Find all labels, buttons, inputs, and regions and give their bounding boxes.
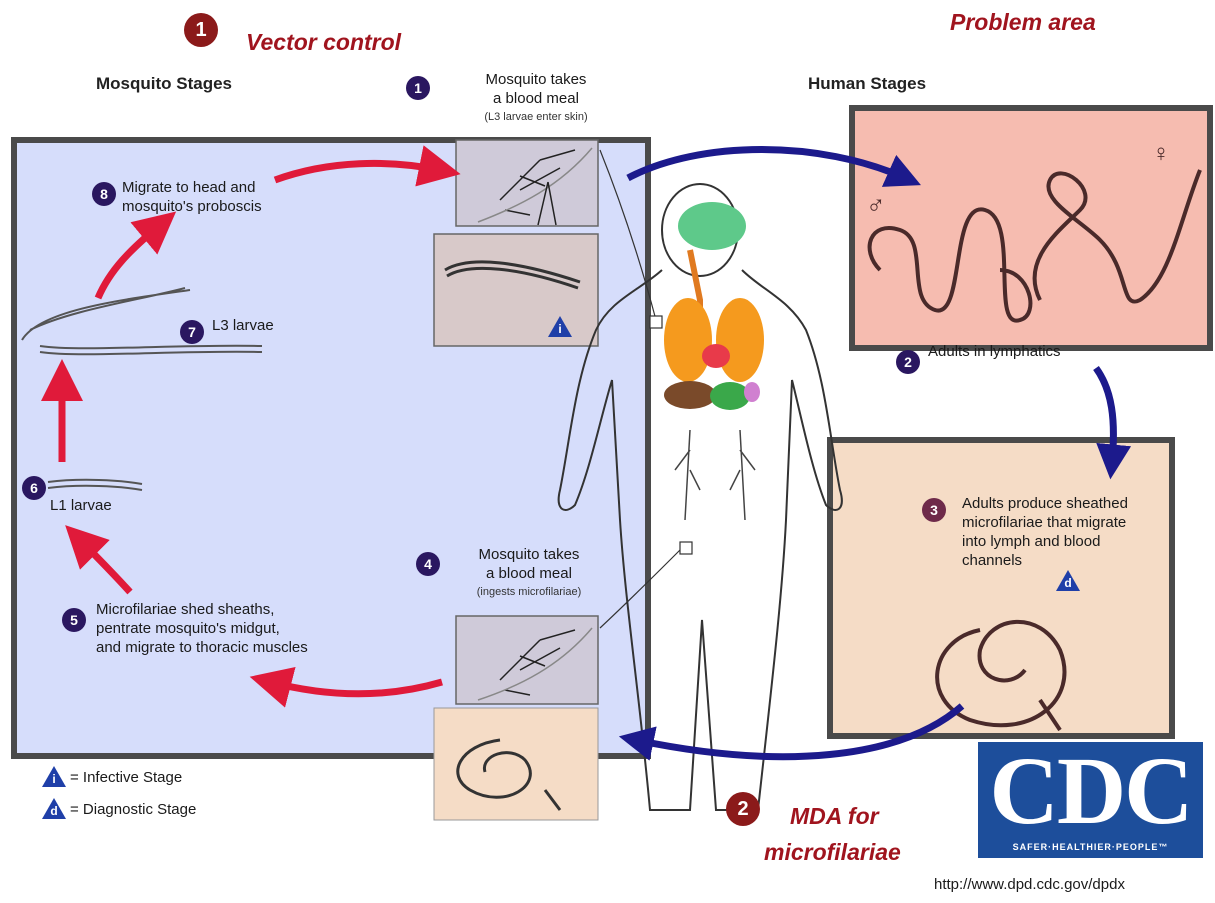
inset-larva-top	[434, 234, 598, 346]
step-5-line3: and migrate to thoracic muscles	[96, 638, 308, 657]
legend-infective-icon: i	[42, 766, 66, 787]
step-1-label: Mosquito takes a blood meal (L3 larvae e…	[436, 70, 636, 127]
step-6-label: L1 larvae	[50, 496, 112, 515]
step-5-label: Microfilariae shed sheaths, pentrate mos…	[96, 600, 308, 657]
step-2-badge: 2	[896, 350, 920, 374]
step-7-badge: 7	[180, 320, 204, 344]
heart	[702, 344, 730, 368]
lymphatic-vessels	[675, 430, 755, 520]
step-3-badge: 3	[922, 498, 946, 522]
mda-label-line2: microfilariae	[764, 838, 901, 866]
step-5-line1: Microfilariae shed sheaths,	[96, 600, 308, 619]
step-1-line2: a blood meal	[436, 89, 636, 108]
step-4-badge: 4	[416, 552, 440, 576]
cdc-logo: CDC	[978, 742, 1203, 840]
inset-mosquito-bottom	[456, 616, 598, 704]
stomach	[710, 382, 750, 410]
step-5-line2: pentrate mosquito's midgut,	[96, 619, 308, 638]
step-3-line1: Adults produce sheathed	[962, 494, 1128, 513]
step-1-note: (L3 larvae enter skin)	[436, 108, 636, 127]
mda-badge: 2	[726, 792, 760, 826]
mda-box	[830, 440, 1172, 736]
step-6-badge: 6	[22, 476, 46, 500]
mda-label-line1: MDA for	[790, 802, 879, 830]
legend-diagnostic-icon: d	[42, 798, 66, 819]
step-1-badge: 1	[406, 76, 430, 100]
lung-right	[716, 298, 764, 382]
step-8-label: Migrate to head and mosquito's proboscis	[122, 178, 262, 216]
step-4-note: (ingests microfilariae)	[444, 583, 614, 602]
step-8-badge: 8	[92, 182, 116, 206]
legend-infective-label: = Infective Stage	[70, 768, 182, 787]
spleen	[744, 382, 760, 402]
male-symbol: ♂	[866, 190, 886, 221]
step-3-line3: into lymph and blood	[962, 532, 1128, 551]
step-8-line1: Migrate to head and	[122, 178, 262, 197]
step-3-line4: channels	[962, 551, 1128, 570]
problem-area-label: Problem area	[950, 8, 1096, 36]
step-5-badge: 5	[62, 608, 86, 632]
step-3-label: Adults produce sheathed microfilariae th…	[962, 494, 1128, 570]
step-4-line2: a blood meal	[444, 564, 614, 583]
step-8-line2: mosquito's proboscis	[122, 197, 262, 216]
step-3-line2: microfilariae that migrate	[962, 513, 1128, 532]
vector-control-badge: 1	[184, 13, 218, 47]
mosquito-stages-header: Mosquito Stages	[96, 74, 232, 94]
brain	[678, 202, 746, 250]
liver	[664, 381, 716, 409]
legend-diagnostic-label: = Diagnostic Stage	[70, 800, 196, 819]
cdc-tagline: SAFER·HEALTHIER·PEOPLE™	[978, 842, 1203, 852]
inset-mosquito-top	[456, 140, 598, 226]
step-4-line1: Mosquito takes	[444, 545, 614, 564]
cdc-url[interactable]: http://www.dpd.cdc.gov/dpdx	[934, 876, 1125, 893]
step-1-line1: Mosquito takes	[436, 70, 636, 89]
human-stages-header: Human Stages	[808, 74, 926, 94]
step-7-label: L3 larvae	[212, 316, 274, 335]
vector-control-label: Vector control	[246, 28, 401, 56]
lung-left	[664, 298, 712, 382]
female-symbol: ♀	[1152, 140, 1170, 168]
infective-stage-icon: i	[548, 316, 572, 337]
step-4-label: Mosquito takes a blood meal (ingests mic…	[444, 545, 614, 602]
step-2-label: Adults in lymphatics	[928, 342, 1061, 361]
diagnostic-stage-icon: d	[1056, 570, 1080, 591]
